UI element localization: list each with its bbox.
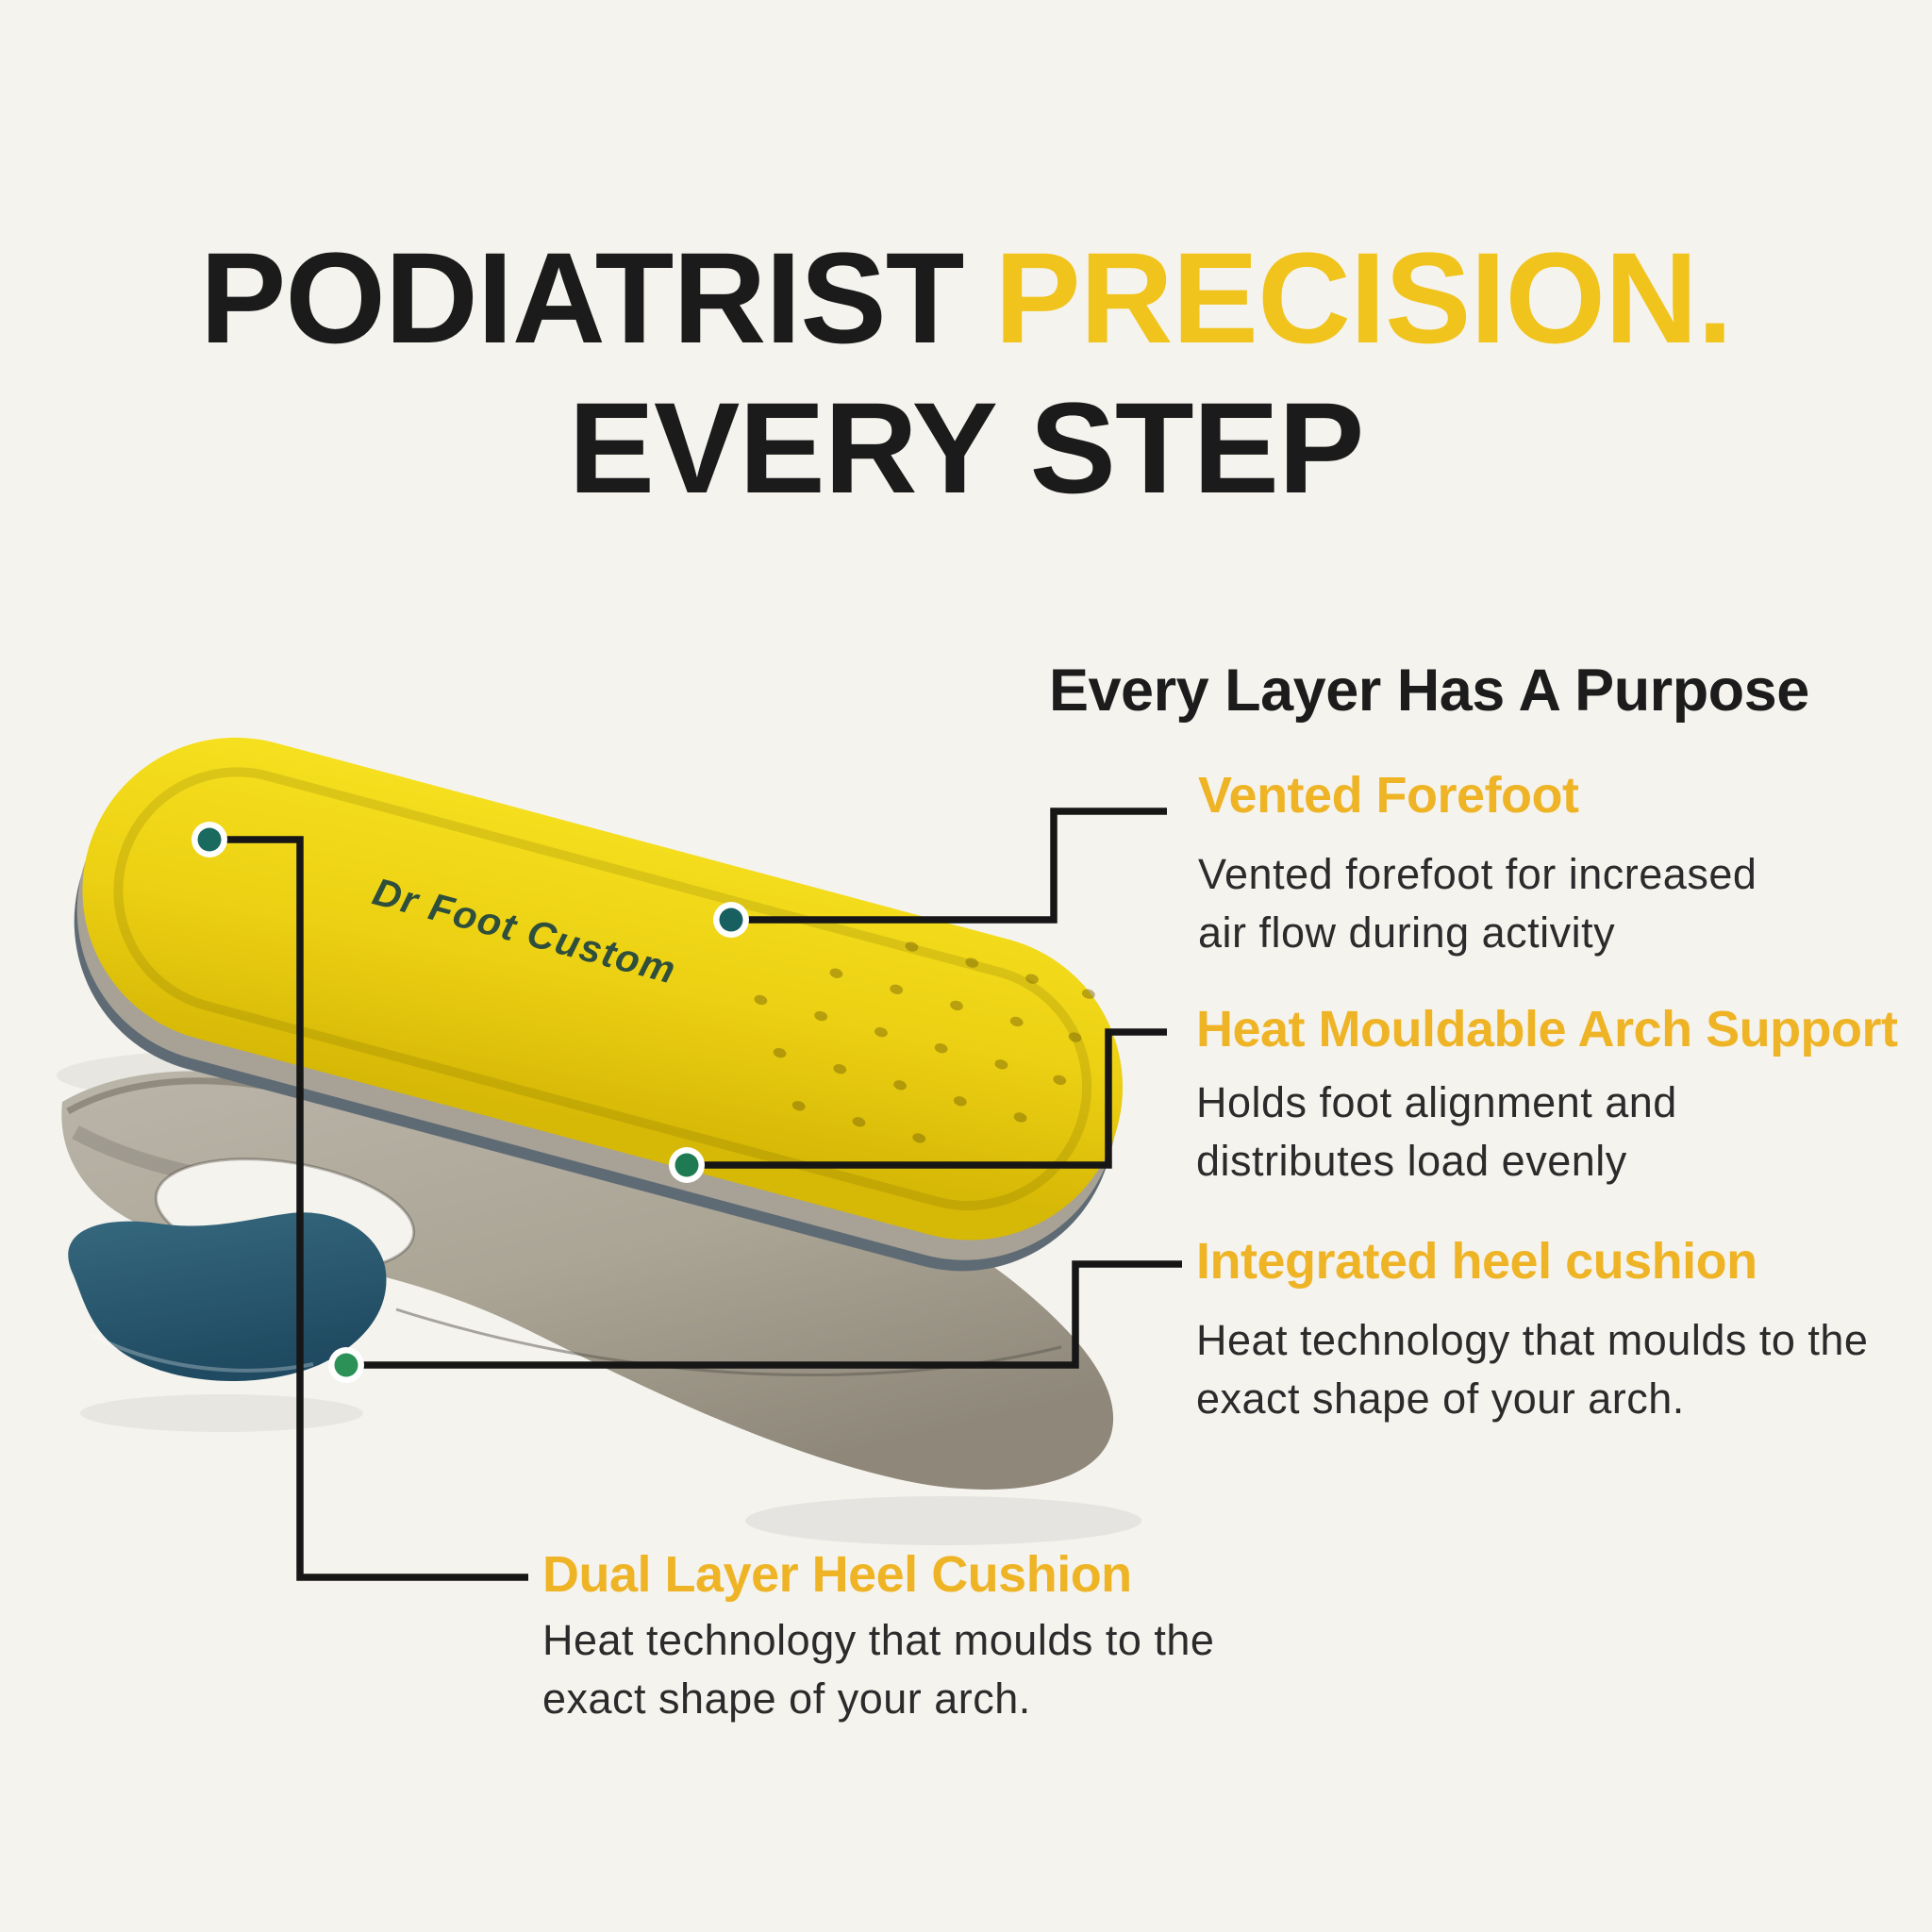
heel-cushion-layer: [68, 1212, 387, 1381]
dot-vented-forefoot: [713, 902, 749, 938]
insole-moulded-rim: [113, 767, 1092, 1210]
section-heading: Every Layer Has A Purpose: [1049, 658, 1809, 724]
heel-cushion-body: [68, 1212, 387, 1381]
connector-integrated-heel: [346, 1260, 1182, 1369]
callout-title-integrated-heel: Integrated heel cushion: [1196, 1233, 1757, 1290]
callout-dots: [192, 822, 749, 1383]
dot-dual-layer-heel: [192, 822, 227, 858]
callout-body-arch-support: Holds foot alignment and distributes loa…: [1196, 1078, 1677, 1186]
connector-arch-support: [687, 1028, 1167, 1169]
dot-arch-support: [669, 1147, 705, 1183]
connector-dual-layer-heel: [209, 836, 528, 1581]
title-line2: EVERY STEP: [568, 375, 1365, 521]
title-word-precision: PRECISION.: [994, 226, 1733, 371]
heel-cushion-highlight: [90, 1332, 314, 1373]
callout-title-arch-support: Heat Mouldable Arch Support: [1196, 1001, 1898, 1058]
title-word-podiatrist: PODIATRIST: [199, 226, 964, 371]
callout-title-dual-layer-heel: Dual Layer Heel Cushion: [542, 1546, 1132, 1603]
callout-body-vented-forefoot: Vented forefoot for increased air flow d…: [1198, 850, 1757, 958]
callout-connectors: [209, 808, 1182, 1581]
vent-holes: [754, 941, 1095, 1143]
callout-body-dual-layer-heel: Heat technology that moulds to the exact…: [542, 1616, 1215, 1724]
dot-integrated-heel: [328, 1347, 364, 1383]
insole-top-surface: [82, 737, 1124, 1241]
callout-title-vented-forefoot: Vented Forefoot: [1198, 767, 1579, 824]
connector-vented-forefoot: [731, 808, 1167, 924]
top-insole-layer: Dr Foot Custom: [74, 737, 1124, 1272]
callout-body-integrated-heel: Heat technology that moulds to the exact…: [1196, 1316, 1869, 1424]
